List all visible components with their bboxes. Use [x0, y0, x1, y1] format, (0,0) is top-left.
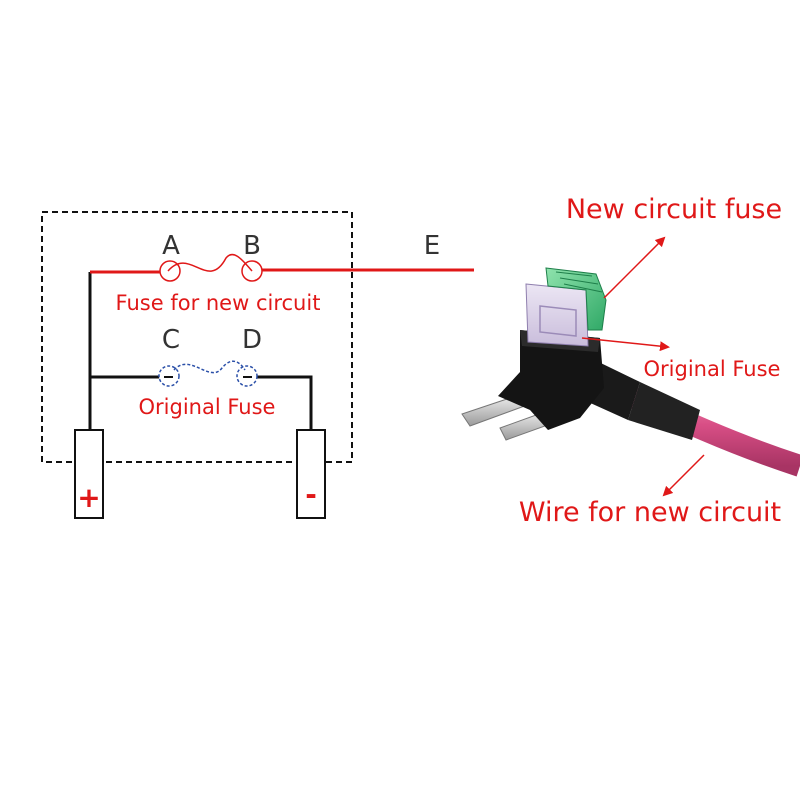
original-fuse-arrow	[581, 337, 670, 352]
node-label-e: E	[424, 231, 440, 261]
minus-sign: -	[305, 478, 317, 511]
original-fuse-callout: Original Fuse	[644, 357, 781, 381]
node-label-b: B	[243, 231, 261, 261]
wire-arrow	[662, 454, 705, 497]
node-label-c: C	[162, 325, 180, 355]
positive-terminal	[74, 429, 104, 519]
original-fuse-symbol	[158, 360, 258, 387]
tap-body	[498, 330, 604, 430]
plus-sign: +	[77, 481, 100, 514]
negative-terminal	[296, 429, 326, 519]
new-circuit-fuse-arrow	[603, 236, 666, 299]
dashed-enclosure	[41, 211, 353, 463]
node-label-a: A	[162, 231, 180, 261]
new-fuse-label: Fuse for new circuit	[116, 291, 321, 315]
wire-callout: Wire for new circuit	[519, 497, 781, 528]
green-new-fuse	[545, 267, 607, 331]
new-circuit-fuse	[159, 253, 263, 282]
fuse-tap-illustration	[461, 267, 800, 477]
purple-original-fuse	[525, 283, 589, 347]
node-label-d: D	[242, 325, 262, 355]
new-circuit-fuse-callout: New circuit fuse	[566, 194, 782, 225]
original-fuse-label: Original Fuse	[139, 395, 276, 419]
original-fuse-wire-right	[248, 375, 313, 430]
